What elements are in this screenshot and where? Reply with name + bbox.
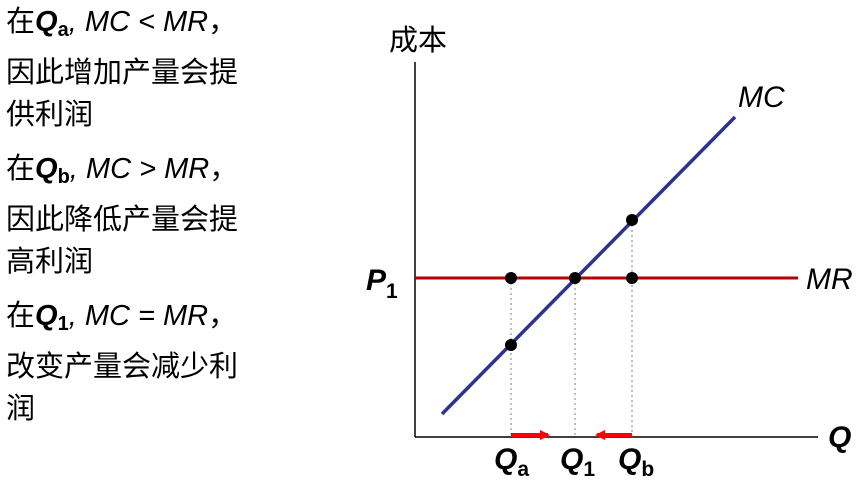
explanation-qb-prefix: 在 — [6, 151, 36, 185]
x-axis-label: Q — [828, 421, 851, 454]
qb-mr-point — [626, 272, 638, 284]
explanation-qa-line2: 因此增加产量会提 — [6, 55, 239, 89]
explanation-qa-line3: 供利润 — [6, 97, 94, 131]
explanation-qb-mc: MC — [85, 153, 132, 185]
explanation-qb-mr: MR — [164, 153, 210, 185]
explanation-q1-prefix: 在 — [6, 298, 36, 332]
q1-label-sub: 1 — [583, 458, 595, 481]
mc-curve — [440, 115, 737, 416]
mr-label: MR — [806, 263, 853, 296]
explanation-qb-symbol-sub: b — [57, 166, 70, 188]
explanation-qb-comma: ， — [209, 151, 239, 185]
qa-mr-point — [505, 272, 517, 284]
explanation-q1-symbol-main: Q — [35, 300, 58, 332]
explanation-qa-prefix: 在 — [6, 4, 36, 38]
mc-label: MC — [738, 81, 785, 114]
explanation-q1-line3: 润 — [6, 391, 36, 425]
explanation-qa-symbol: Qa — [35, 6, 69, 41]
p1-label: P1 — [366, 264, 398, 303]
explanation-panel: 在Qa, MC < MR， 因此增加产量会提 供利润 在Qb, MC > MR，… — [6, 0, 306, 429]
qa-label: Qa — [494, 443, 529, 481]
explanation-qb-line2: 因此降低产量会提 — [6, 202, 239, 236]
explanation-q1-symbol-sub: 1 — [57, 313, 69, 335]
explanation-qa-symbol-main: Q — [35, 6, 58, 38]
explanation-qa-mr: MR — [163, 6, 209, 38]
explanation-qa-symbol-sub: a — [57, 19, 69, 41]
q1-label-main: Q — [560, 443, 583, 476]
qb-label-sub: b — [641, 458, 654, 481]
explanation-q1-comma: ， — [208, 298, 238, 332]
explanation-qa-sep: , — [68, 6, 85, 38]
explanation-qa-op: < — [129, 6, 163, 38]
explanation-q1-line2: 改变产量会减少利 — [6, 349, 239, 383]
explanation-qb-sep: , — [69, 153, 86, 185]
qb-label-main: Q — [618, 443, 641, 476]
q1-label: Q1 — [560, 443, 595, 481]
qa-label-main: Q — [494, 443, 517, 476]
y-axis-label: 成本 — [389, 23, 447, 57]
qa-mc-point — [505, 339, 517, 351]
qb-label: Qb — [618, 443, 654, 481]
explanation-q1-mc: MC — [84, 300, 130, 332]
qa-label-sub: a — [517, 458, 529, 481]
explanation-q1-op: = — [129, 300, 163, 332]
equilibrium-point — [569, 272, 581, 284]
explanation-qb-symbol: Qb — [35, 153, 70, 188]
p1-label-sub: 1 — [386, 280, 398, 303]
p1-label-main: P — [366, 264, 387, 297]
explanation-q1-sep: , — [68, 300, 85, 332]
explanation-qa: 在Qa, MC < MR， 因此增加产量会提 供利润 — [6, 0, 306, 135]
explanation-qb: 在Qb, MC > MR， 因此降低产量会提 高利润 — [6, 147, 306, 282]
explanation-qb-op: > — [131, 153, 165, 185]
explanation-q1-symbol: Q1 — [35, 300, 69, 335]
qb-mc-point — [626, 214, 638, 226]
explanation-qb-symbol-main: Q — [35, 153, 58, 185]
explanation-qb-line3: 高利润 — [6, 244, 94, 278]
explanation-qa-comma: ， — [208, 4, 238, 38]
explanation-qa-mc: MC — [84, 6, 130, 38]
explanation-q1-mr: MR — [163, 300, 209, 332]
explanation-q1: 在Q1, MC = MR， 改变产量会减少利 润 — [6, 294, 306, 429]
